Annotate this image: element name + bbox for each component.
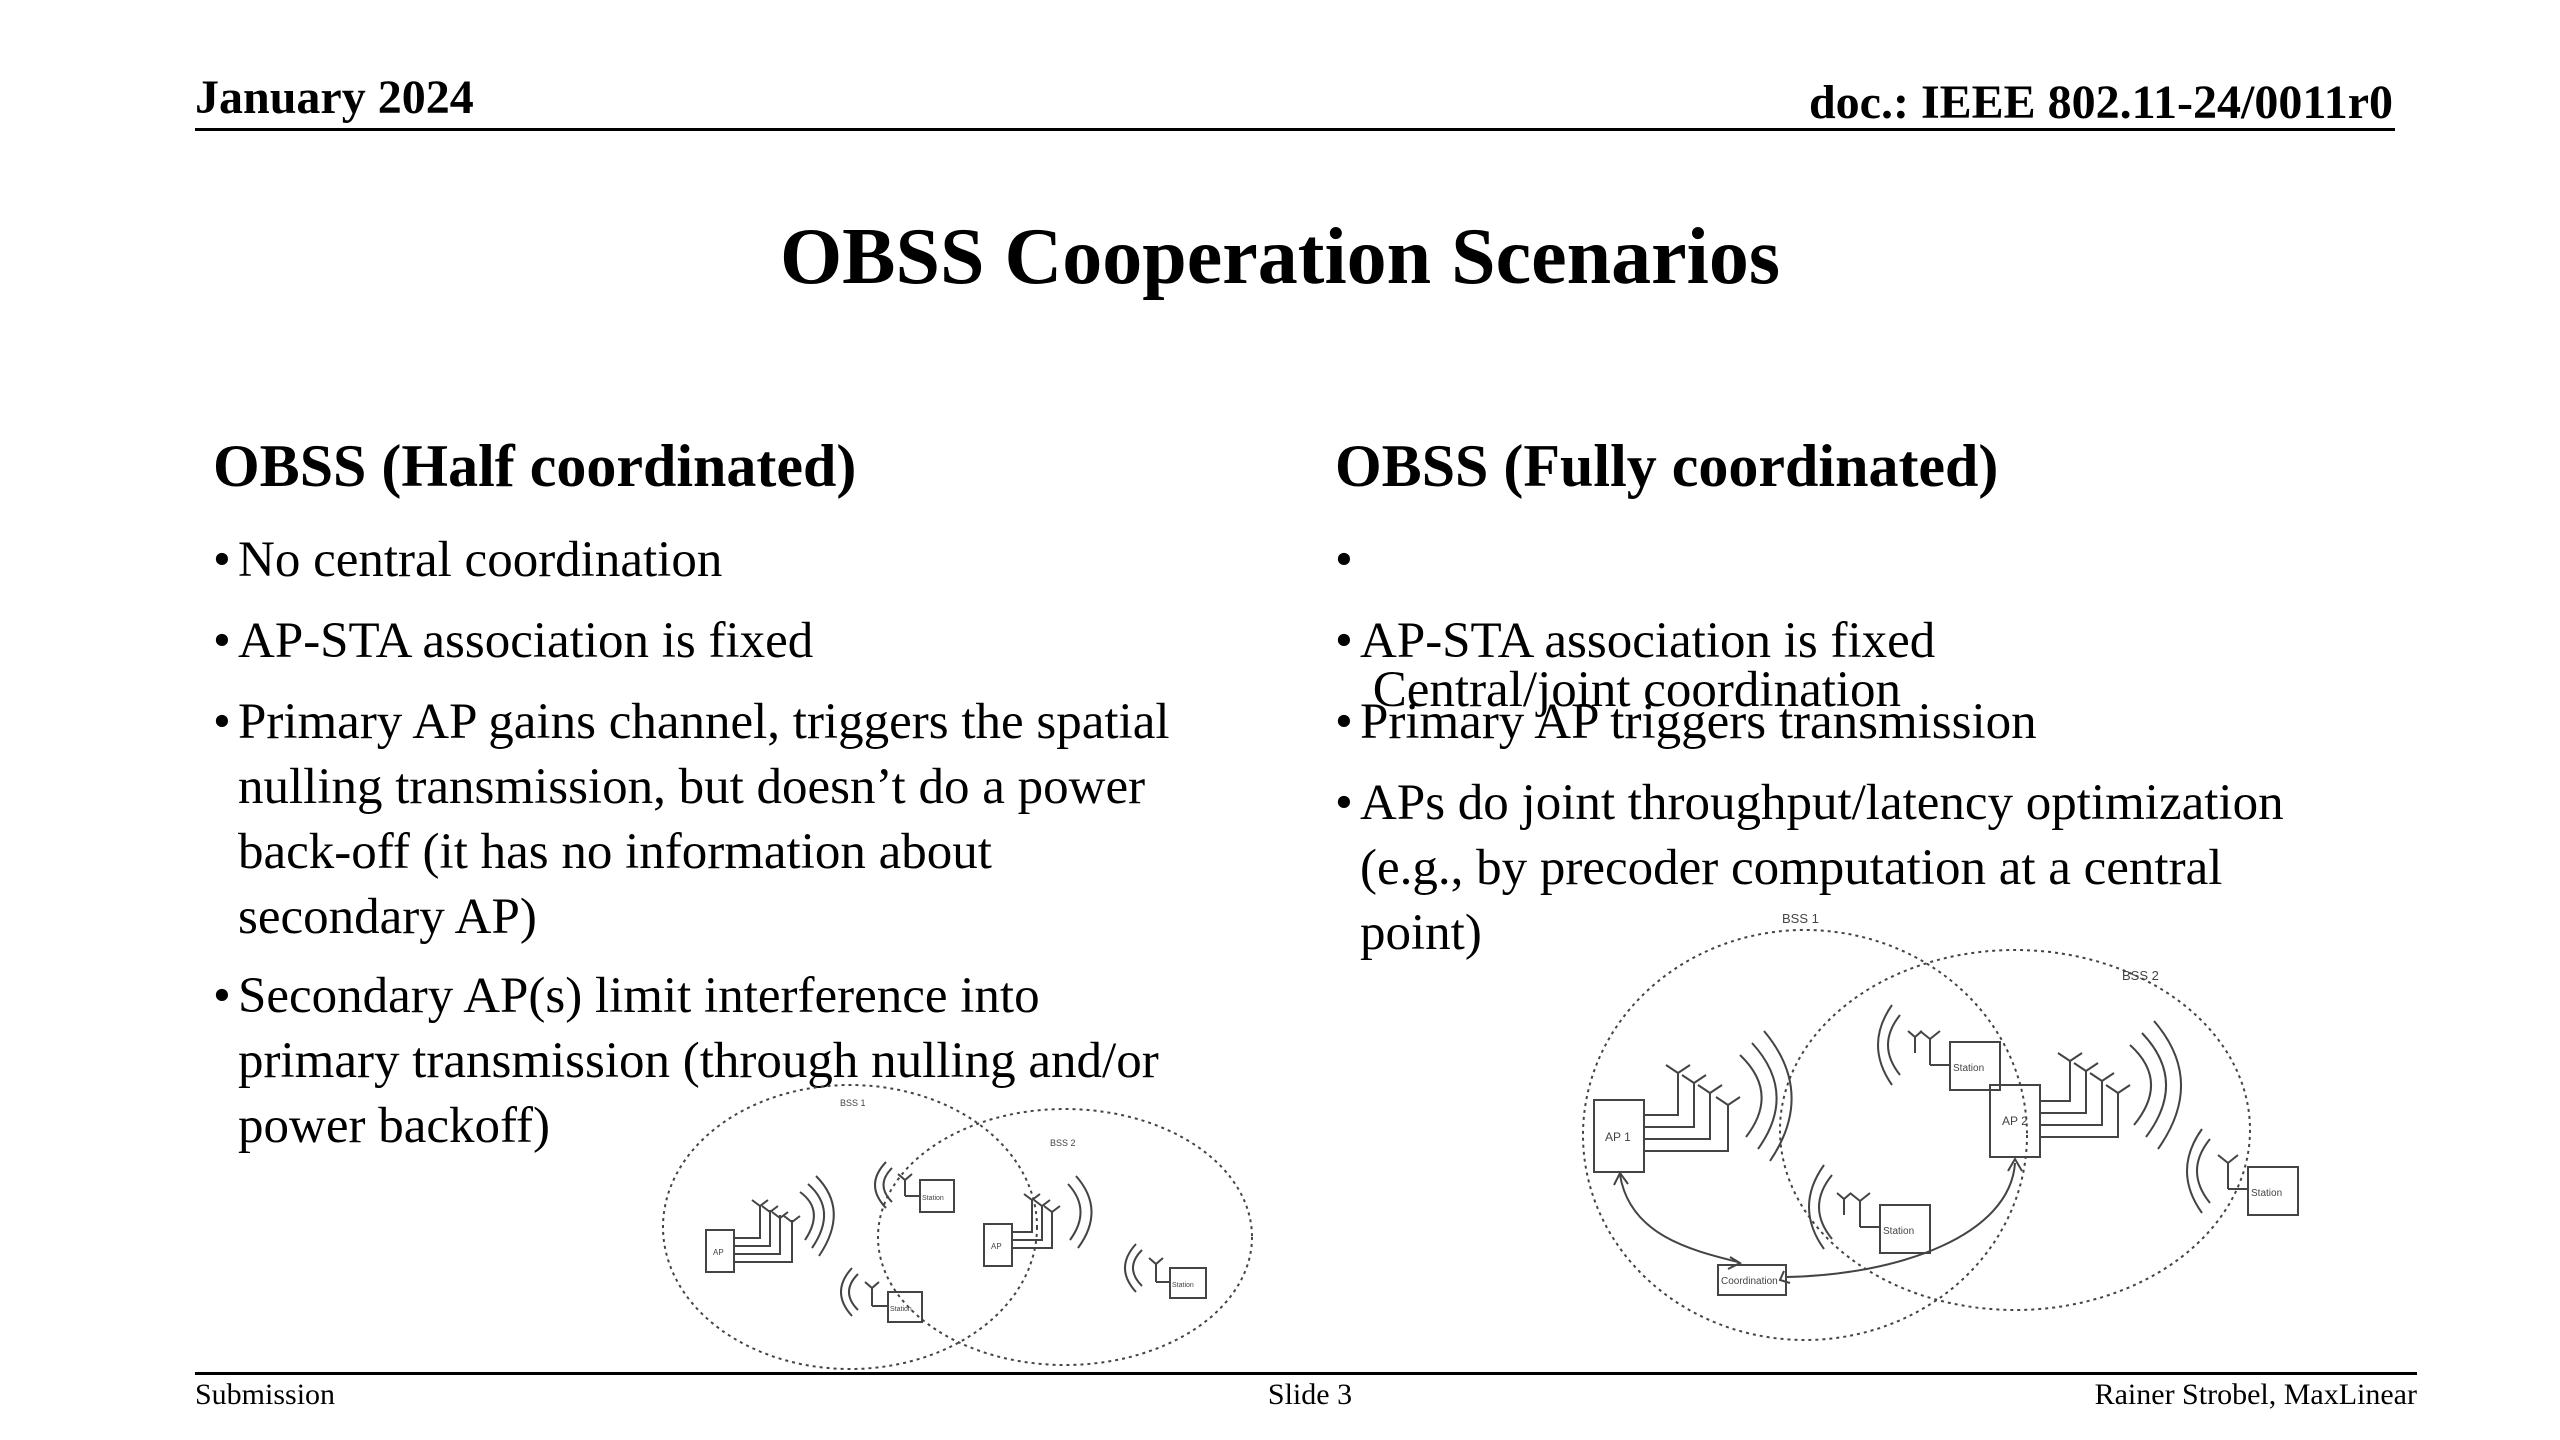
left-bullet-3: • Primary AP gains channel, triggers the…: [213, 690, 1313, 950]
ap1-label: AP 1: [1605, 1130, 1631, 1144]
antenna-feeds: [2040, 1061, 2119, 1138]
antenna-icon: [1023, 1193, 1061, 1214]
bss1-ellipse: [662, 1084, 1038, 1370]
bullet-line: AP-STA association is fixed: [238, 613, 814, 669]
footer-rule: [195, 1372, 2417, 1375]
right-bullet-4: • APs do joint throughput/latency optimi…: [1335, 771, 2445, 966]
right-bullet-3: • Primary AP triggers transmission: [1335, 690, 2435, 755]
bss2-ellipse: [1779, 949, 2251, 1311]
bullet-marker: •: [1335, 613, 1353, 669]
bullet-line: (e.g., by precoder computation at a cent…: [1360, 840, 2223, 896]
ap2-box: [1989, 1084, 2041, 1158]
right-bullet-1: • Central/joint coordination: [1335, 528, 2435, 853]
antenna-icon: [2057, 1052, 2131, 1095]
header-doc-number: doc.: IEEE 802.11-24/0011r0: [1808, 76, 2393, 129]
station-box: [2247, 1166, 2299, 1216]
bullet-marker: •: [1335, 694, 1353, 750]
bss2-ellipse: [877, 1108, 1253, 1366]
ap-label: AP: [713, 1248, 724, 1257]
bullet-line: Primary AP triggers transmission: [1360, 694, 2037, 750]
signal-waves-icon: [1067, 1175, 1093, 1249]
bullet-line: AP-STA association is fixed: [1360, 613, 1936, 669]
right-bullet-2: • AP-STA association is fixed: [1335, 609, 2435, 674]
header-date: January 2024: [195, 71, 474, 124]
fully-coordinated-diagram: BSS 1 BSS 2 AP 1 Station AP 2 Station St…: [1582, 911, 2299, 1341]
bullet-marker: •: [213, 694, 231, 750]
signal-waves-icon: [2129, 1020, 2183, 1150]
antenna-icon: [897, 1173, 920, 1197]
antenna-icon: [864, 1281, 888, 1307]
station-label: Station: [890, 1306, 912, 1313]
left-bullet-1: • No central coordination: [213, 528, 1273, 593]
antenna-feeds: [1012, 1200, 1053, 1249]
signal-waves-icon: [1124, 1243, 1143, 1293]
antenna-icon: [2217, 1154, 2248, 1190]
antenna-icon: [1148, 1257, 1170, 1283]
bss1-label: BSS 1: [840, 1098, 866, 1108]
ap1-box: [1593, 1099, 1645, 1173]
ap2-label: AP 2: [2002, 1114, 2028, 1128]
footer-author: Rainer Strobel, MaxLinear: [2094, 1378, 2417, 1411]
bullet-line: point): [1360, 905, 1482, 961]
coordination-link: [1785, 1162, 2016, 1278]
slide-title: OBSS Cooperation Scenarios: [779, 213, 1781, 301]
signal-waves-icon: [2186, 1128, 2211, 1214]
bss2-label: BSS 2: [1050, 1138, 1076, 1148]
bullet-line: APs do joint throughput/latency optimiza…: [1360, 775, 2284, 831]
bullet-marker: •: [213, 532, 231, 588]
antenna-icon: [751, 1199, 801, 1224]
bss1-ellipse: [1582, 929, 2028, 1341]
signal-waves-icon: [799, 1175, 835, 1257]
left-bullet-4: • Secondary AP(s) limit interference int…: [213, 964, 1313, 1159]
antenna-feeds: [734, 1205, 793, 1263]
signal-waves-icon: [1877, 1004, 1901, 1086]
left-heading: OBSS (Half coordinated): [213, 433, 857, 499]
footer-slide-number: Slide 3: [1267, 1378, 1353, 1411]
coordination-label: Coordination: [1721, 1276, 1778, 1287]
station-box: [1879, 1204, 1931, 1254]
bullet-marker: •: [1335, 775, 1353, 831]
bullet-line: Primary AP gains channel, triggers the s…: [238, 694, 1170, 750]
station-label: Station: [1172, 1282, 1194, 1289]
bullet-line: No central coordination: [238, 532, 723, 588]
antenna-icon: [1836, 1192, 1880, 1228]
footer-submission: Submission: [195, 1378, 336, 1411]
antenna-icon: [1665, 1064, 1741, 1107]
signal-waves-icon: [840, 1267, 859, 1317]
bss2-label: BSS 2: [2122, 968, 2159, 983]
station-label: Station: [1953, 1063, 1984, 1074]
left-bullet-2: • AP-STA association is fixed: [213, 609, 1273, 674]
antenna-feeds: [1644, 1073, 1729, 1152]
station-label: Station: [922, 1195, 944, 1202]
bullet-marker: •: [213, 968, 231, 1024]
station-label: Station: [2251, 1188, 2282, 1199]
ap-label: AP: [991, 1242, 1002, 1251]
coordination-box: [1717, 1264, 1787, 1296]
station-label: Station: [1883, 1226, 1914, 1237]
signal-waves-icon: [1808, 1164, 1833, 1250]
bullet-line: Secondary AP(s) limit interference into: [238, 968, 1040, 1024]
bss1-label: BSS 1: [1782, 911, 1819, 926]
coordination-link: [1619, 1174, 1739, 1263]
bullet-line: power backoff): [238, 1098, 551, 1154]
antenna-icon: [1907, 1030, 1950, 1066]
bullet-line: back-off (it has no information about: [238, 824, 992, 880]
signal-waves-icon: [1739, 1030, 1793, 1162]
ap-box: [705, 1229, 735, 1273]
bullet-marker: •: [213, 613, 231, 669]
bullet-line: nulling transmission, but doesn’t do a p…: [238, 759, 1146, 815]
bullet-line: primary transmission (through nulling an…: [238, 1033, 1159, 1089]
signal-waves-icon: [874, 1161, 893, 1209]
right-heading: OBSS (Fully coordinated): [1335, 433, 1999, 499]
bullet-line: secondary AP): [238, 889, 537, 945]
half-coordinated-diagram: BSS 1 BSS 2 AP Station AP Station Statio…: [662, 1084, 1253, 1370]
bullet-line: Central/joint coordination: [1360, 662, 1902, 718]
ap-box: [983, 1223, 1013, 1267]
arrow-head-icon: [1613, 1157, 2023, 1284]
bullet-marker: •: [1335, 532, 1353, 588]
header-rule: [195, 128, 2395, 131]
